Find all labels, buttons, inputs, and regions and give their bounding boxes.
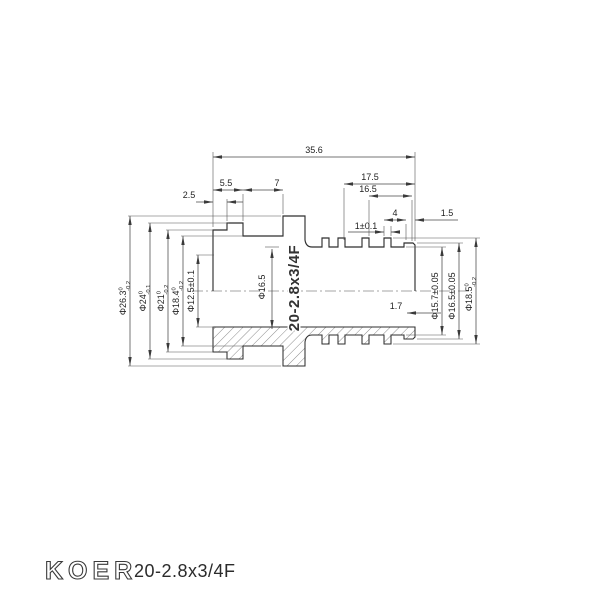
dim-rib-width: 1±0.1 — [348, 221, 400, 236]
dim-dia-26-3: Φ26.30-0.2 — [118, 215, 281, 367]
footer-model: 20-2.8x3/4F — [134, 561, 236, 581]
brand-logo: KOER — [45, 557, 137, 585]
part-top-profile — [212, 215, 416, 291]
dim-pitch-4: 4 — [384, 208, 407, 240]
dia-label-26-3: Φ26.30-0.2 — [118, 281, 132, 315]
part-marking: 20-2.8x3/4F — [285, 243, 305, 332]
dim-5-5-label: 5.5 — [220, 178, 233, 188]
dia-label-16-5-bore: Φ16.5 — [257, 275, 267, 300]
dim-rib-width-label: 1±0.1 — [355, 221, 377, 231]
dim-2-5: 2.5 — [183, 190, 243, 221]
dim-dia-16-5-bore: Φ16.5 — [257, 246, 279, 329]
dim-dia-16-5-tip: Φ16.5±0.05 — [417, 242, 463, 340]
dim-17-5-label: 17.5 — [361, 172, 379, 182]
dim-groove-1-7: 1.7 — [390, 301, 441, 315]
dim-16-5-label: 16.5 — [359, 184, 377, 194]
dim-tip-label: 1.5 — [441, 208, 454, 218]
dim-pitch-label: 4 — [392, 208, 397, 218]
footer: KOER 20-2.8x3/4F — [44, 556, 236, 585]
dia-label-18-5: Φ18.50-0.2 — [464, 277, 478, 311]
part-section — [212, 326, 416, 367]
svg-text:20-2.8x3/4F: 20-2.8x3/4F — [286, 245, 303, 331]
dim-dia-15-7: Φ15.7±0.05 — [406, 246, 446, 336]
dia-label-24: Φ240-0.1 — [138, 285, 152, 312]
dim-dia-24: Φ240-0.1 — [138, 222, 229, 360]
dia-label-12-5: Φ12.5±0.1 — [186, 270, 196, 312]
dim-2-5-label: 2.5 — [183, 190, 196, 200]
dim-7: 7 — [243, 178, 284, 214]
dim-16-5: 16.5 — [359, 184, 413, 241]
dim-7-label: 7 — [274, 178, 279, 188]
dim-5-5: 5.5 — [213, 178, 244, 221]
dim-dia-18-4: Φ18.40-0.2 — [171, 235, 243, 347]
dim-17-5: 17.5 — [343, 172, 415, 240]
dia-label-15-7: Φ15.7±0.05 — [430, 272, 440, 319]
dim-groove-label: 1.7 — [390, 301, 403, 311]
dia-label-21: Φ210-0.2 — [156, 285, 170, 312]
dim-dia-21: Φ210-0.2 — [156, 229, 213, 353]
dim-overall-label: 35.6 — [305, 145, 323, 155]
dim-dia-18-5: Φ18.50-0.2 — [393, 237, 480, 345]
dia-label-18-4: Φ18.40-0.2 — [171, 281, 185, 315]
dia-label-16-5-tip: Φ16.5±0.05 — [447, 272, 457, 319]
dim-dia-12-5: Φ12.5±0.1 — [186, 254, 214, 328]
dim-tip-1-5: 1.5 — [415, 208, 458, 222]
